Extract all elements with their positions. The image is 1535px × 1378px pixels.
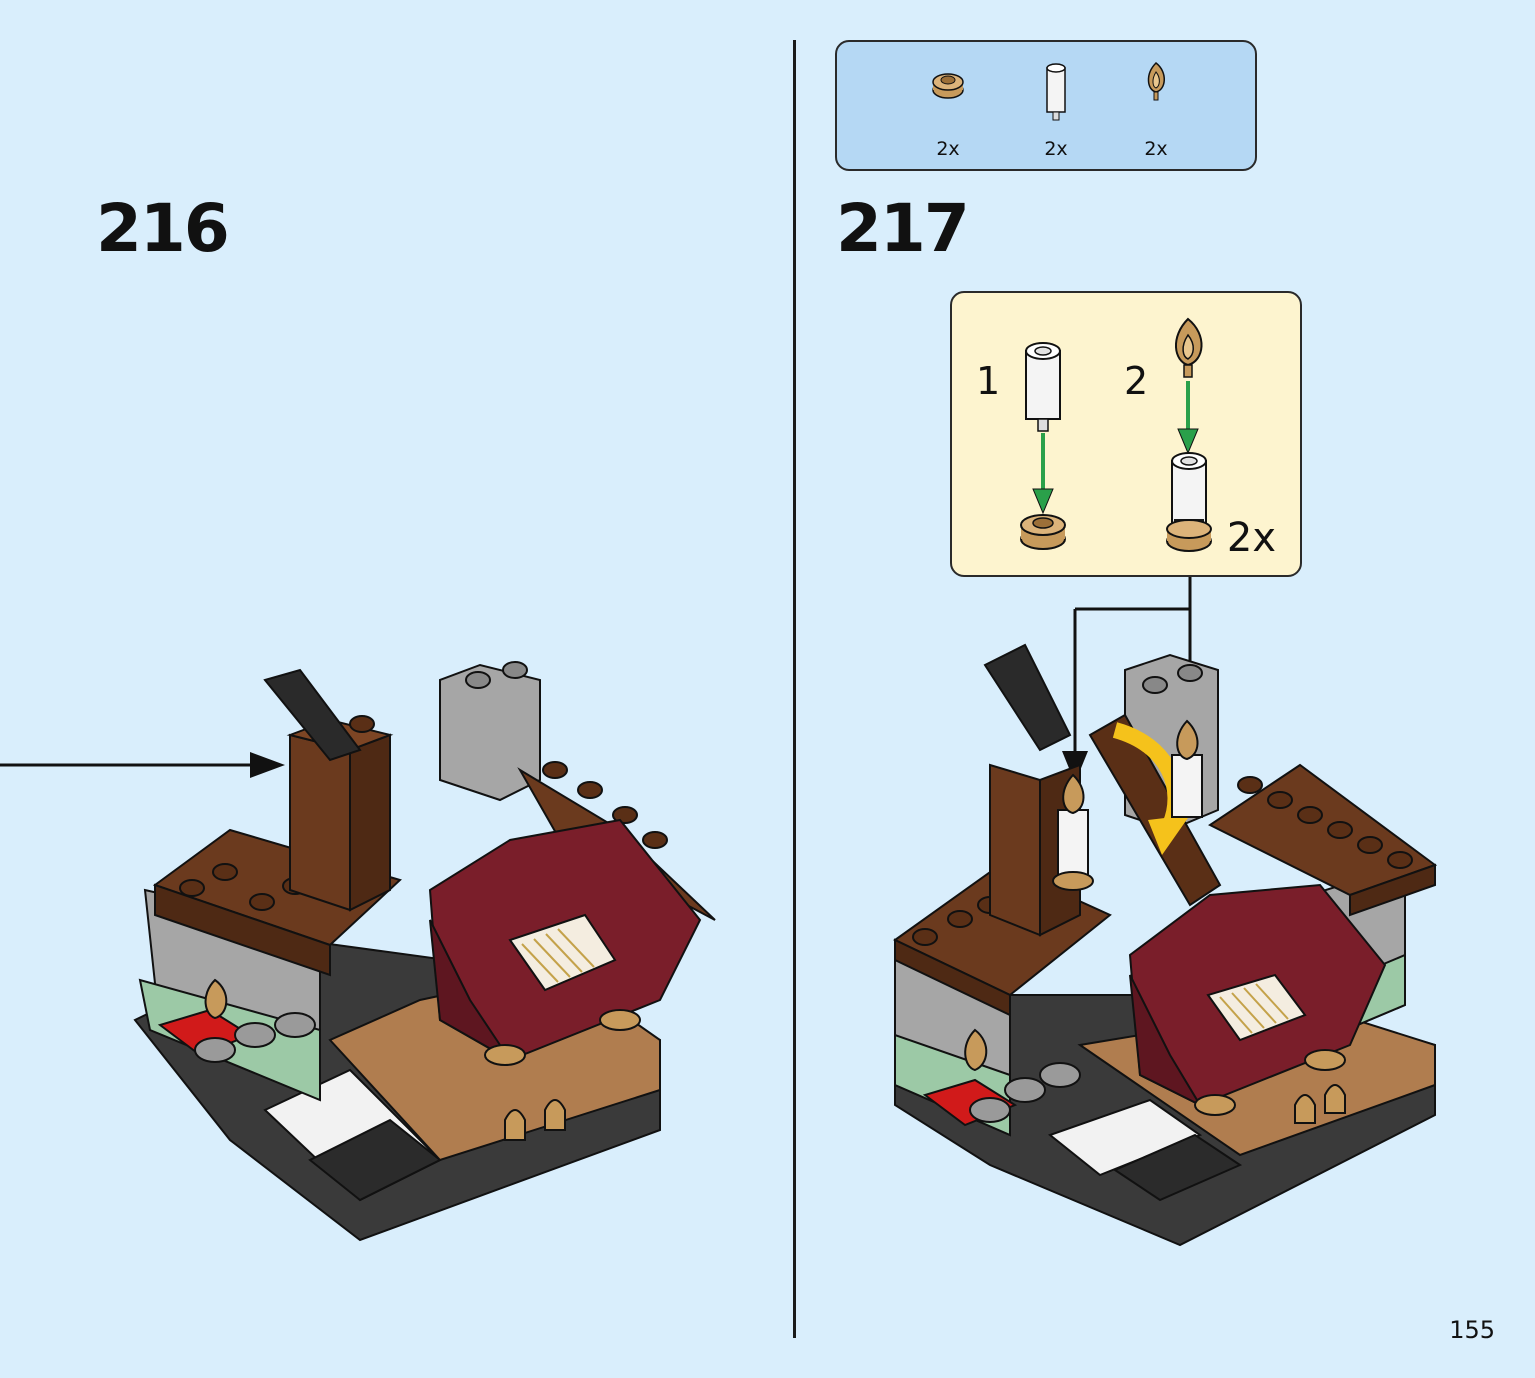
step-number-217: 217 [836, 190, 970, 267]
part-quantity: 2x [936, 138, 960, 160]
page-number: 155 [1449, 1316, 1495, 1344]
tan-flame-icon [1147, 62, 1165, 101]
tan-round-plate-icon [932, 73, 964, 99]
sub-assembly-diagram [1020, 317, 1212, 552]
placement-arrow [0, 752, 285, 778]
part-quantity: 2x [1044, 138, 1068, 160]
part-quantity: 2x [1144, 138, 1168, 160]
part-item: 2x [913, 60, 983, 160]
tan-flame-icon [1174, 317, 1203, 378]
white-candle-bar-icon [1025, 342, 1061, 432]
step-divider [793, 40, 796, 1338]
part-item: 2x [1121, 60, 1191, 160]
rotate-arrow-head [1148, 815, 1190, 855]
substep-number-1: 1 [976, 359, 1001, 403]
step-number-216: 216 [96, 190, 230, 267]
step-216-model-illustration [0, 661, 716, 1242]
parts-list-box: 2x 2x 2x [835, 40, 1257, 171]
white-candle-bar-icon [1046, 63, 1066, 121]
candle-left [1052, 773, 1094, 891]
callout-quantity: 2x [1226, 515, 1276, 561]
part-item: 2x [1021, 60, 1091, 160]
assembly-arrow [1032, 433, 1054, 515]
substep-number-2: 2 [1124, 359, 1149, 403]
step-217-model-illustration [893, 577, 1438, 1247]
candle-right [1171, 719, 1203, 818]
tan-round-plate-icon [1020, 514, 1066, 550]
sub-assembly-callout: 1 2 [950, 291, 1302, 577]
assembly-arrow [1177, 381, 1199, 455]
assembled-candle-icon [1166, 452, 1212, 552]
